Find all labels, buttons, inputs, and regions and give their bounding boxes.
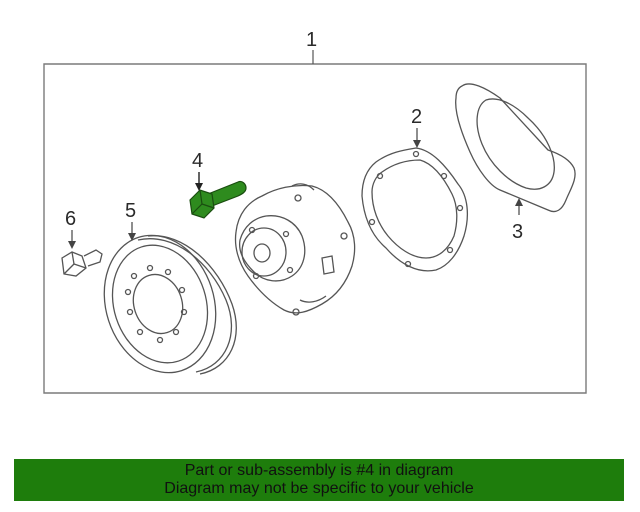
pulley[interactable] bbox=[87, 221, 237, 388]
callout-4: 4 bbox=[192, 150, 203, 172]
cover-plate[interactable] bbox=[455, 83, 576, 213]
callout-4-leader bbox=[195, 172, 203, 191]
callout-5-leader bbox=[128, 222, 136, 241]
callout-6-leader bbox=[68, 230, 76, 249]
fastener[interactable] bbox=[61, 249, 103, 277]
callout-6: 6 bbox=[65, 208, 76, 230]
callout-3-leader bbox=[515, 198, 523, 215]
water-pump-housing[interactable] bbox=[234, 183, 356, 316]
gasket[interactable] bbox=[361, 147, 469, 272]
callout-2: 2 bbox=[411, 106, 422, 128]
notice-banner: Part or sub-assembly is #4 in diagram Di… bbox=[14, 459, 624, 501]
bolt[interactable] bbox=[189, 180, 247, 219]
notice-line-2: Diagram may not be specific to your vehi… bbox=[164, 480, 474, 497]
callout-1: 1 bbox=[306, 29, 317, 51]
callout-3: 3 bbox=[512, 221, 523, 243]
callout-2-leader bbox=[413, 128, 421, 148]
notice-line-1: Part or sub-assembly is #4 in diagram bbox=[184, 462, 454, 479]
assembly-frame bbox=[43, 50, 587, 394]
callout-5: 5 bbox=[125, 200, 136, 222]
